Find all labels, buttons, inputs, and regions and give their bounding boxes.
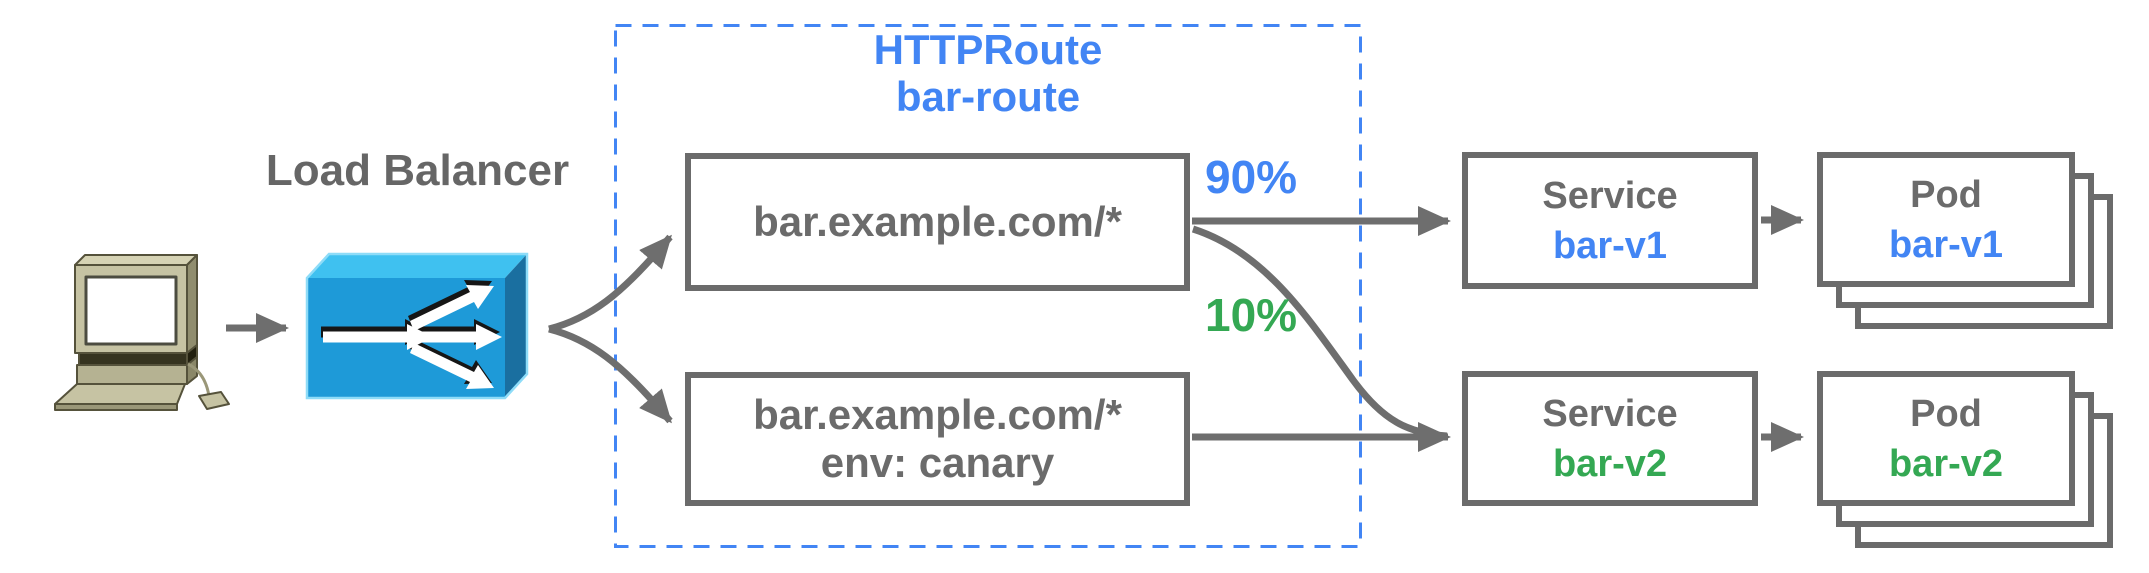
pod-v1-name: bar-v1 bbox=[1888, 223, 2004, 266]
service-v2-name: bar-v2 bbox=[1552, 442, 1668, 485]
route-rule-primary-box: bar.example.com/* bbox=[685, 153, 1190, 291]
weight-10-label: 10% bbox=[1205, 289, 1298, 341]
client-computer-icon bbox=[54, 254, 230, 411]
pod-bar-v2-box: Pod bar-v2 bbox=[1817, 371, 2075, 506]
route-rule-canary-header: env: canary bbox=[820, 439, 1055, 486]
httproute-boundary bbox=[614, 24, 1362, 548]
route-rule-canary-box: bar.example.com/* env: canary bbox=[685, 372, 1190, 506]
lb-arrows bbox=[323, 285, 502, 389]
arrow-lb-to-rule2 bbox=[548, 325, 673, 424]
arrow-rule1-to-service-v2 bbox=[1191, 225, 1448, 440]
pod-v1-kind: Pod bbox=[1910, 173, 1982, 216]
httproute-kind-label: HTTPRoute bbox=[873, 26, 1103, 73]
pod-v2-kind: Pod bbox=[1910, 392, 1982, 435]
route-rule-primary-match: bar.example.com/* bbox=[753, 198, 1122, 245]
load-balancer-icon bbox=[305, 252, 529, 400]
arrow-lb-to-rule1 bbox=[548, 234, 673, 333]
service-bar-v1-box: Service bar-v1 bbox=[1462, 152, 1758, 289]
service-bar-v2-box: Service bar-v2 bbox=[1462, 371, 1758, 506]
service-v1-name: bar-v1 bbox=[1552, 224, 1668, 267]
pod-bar-v1-box: Pod bar-v1 bbox=[1817, 152, 2075, 287]
pod-v2-name: bar-v2 bbox=[1888, 442, 2004, 485]
service-v1-kind: Service bbox=[1542, 174, 1678, 217]
httproute-title: HTTPRoute bar-route bbox=[614, 26, 1362, 120]
service-v2-kind: Service bbox=[1542, 392, 1678, 435]
route-rule-canary-match: bar.example.com/* bbox=[753, 391, 1122, 438]
weight-90-label: 90% bbox=[1205, 151, 1298, 203]
load-balancer-label: Load Balancer bbox=[265, 146, 570, 195]
httproute-name-label: bar-route bbox=[895, 73, 1081, 120]
